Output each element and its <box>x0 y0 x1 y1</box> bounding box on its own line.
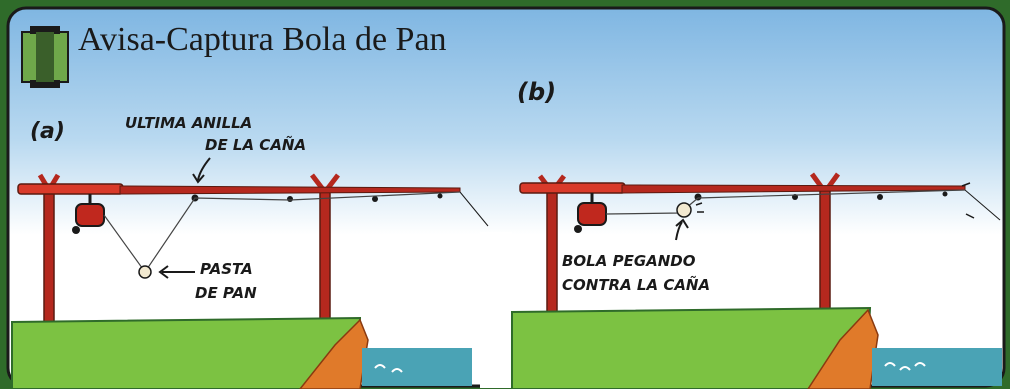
ball-pointer-arrow <box>675 221 683 241</box>
rod-rest-back-a <box>319 187 331 324</box>
label-last-ring-line1: ULTIMA ANILLA <box>125 114 252 132</box>
panel-gap <box>480 232 512 388</box>
rock-edge-a <box>299 318 369 389</box>
ring-pointer-arrow <box>197 157 211 181</box>
rod-rest-fork-back-b <box>809 172 841 197</box>
label-bread-paste-line2: DE PAN <box>195 284 257 302</box>
grass-bank-a <box>11 316 362 389</box>
rod-handle-b <box>519 182 626 194</box>
water-b <box>872 348 1002 386</box>
label-bread-paste-line1: PASTA <box>200 260 253 278</box>
rod-rest-front-a <box>43 184 55 326</box>
rod-rest-front-b <box>546 189 558 316</box>
bread-ball-b <box>676 202 692 218</box>
motion-marks-b <box>695 182 975 219</box>
fishing-line-a <box>103 191 461 274</box>
label-ball-hitting-line1: BOLA PEGANDO <box>562 252 696 270</box>
panel-a-tag: (a) <box>30 119 65 144</box>
rod-blank-a <box>119 185 461 195</box>
rock-edge-b <box>807 308 879 389</box>
label-last-ring-line2: DE LA CAÑA <box>205 135 306 154</box>
rod-handle-a <box>17 183 124 195</box>
section-number <box>21 26 69 88</box>
bread-ball-a <box>138 265 152 279</box>
line-tip-a <box>459 191 489 227</box>
label-ball-hitting-line2: CONTRA LA CAÑA <box>562 275 710 294</box>
reel-a <box>72 194 105 234</box>
rod-rest-back-b <box>819 189 831 314</box>
line-tip-b <box>964 189 1001 221</box>
grass-bank-b <box>511 306 872 389</box>
page-title: Avisa-Captura Bola de Pan <box>78 21 447 58</box>
water-a <box>362 348 472 386</box>
panel-b-tag: (b) <box>517 78 556 106</box>
